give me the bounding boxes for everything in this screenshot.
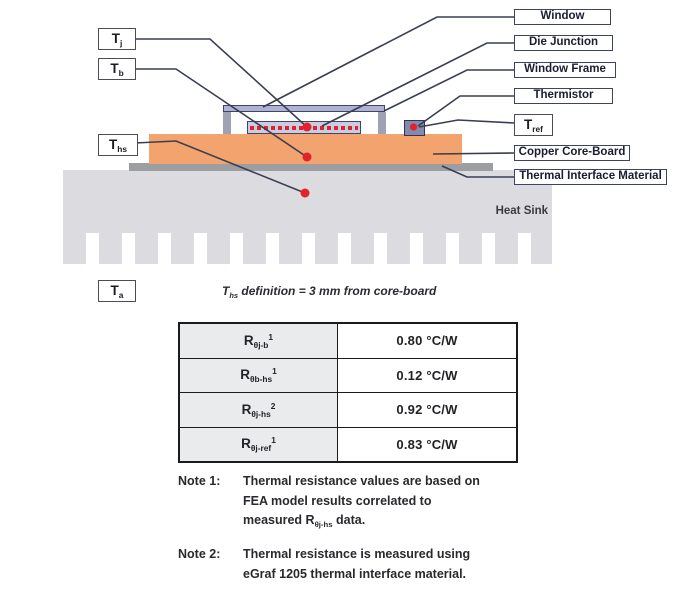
die-junction-label: Die Junction [514,35,613,51]
resistance-symbol-cell: Rθj-ref1 [178,426,338,463]
note-1: Note 1: Thermal resistance values are ba… [178,472,488,535]
ths-leader-line [134,140,306,194]
resistance-symbol-cell: Rθj-hs2 [178,392,338,428]
note-line: measured Rθj-hs data. [243,511,480,535]
thermal-interface-material-layer [129,163,493,171]
note-2-text: Thermal resistance is measured using eGr… [243,545,470,584]
note-1-text: Thermal resistance values are based on F… [243,472,480,535]
ths-definition-caption: Ths definition = 3 mm from core-board [222,284,436,300]
table-row: Rθj-hs2 0.92 °C/W [178,392,518,428]
window-frame-right-post [378,112,386,134]
caption-t: T [222,284,230,298]
ta-label: Ta [98,280,136,302]
resistance-symbol-cell: Rθb-hs1 [178,357,338,393]
symbol-sup: 2 [270,400,276,411]
ths-label: Ths [98,134,138,156]
symbol-base: R [240,367,250,383]
symbol-sup: 1 [272,366,277,377]
note-line: Thermal resistance is measured using [243,547,471,561]
symbol-base: R [241,436,251,452]
heat-sink-fins [63,233,552,264]
ths-label-text: T [108,137,118,152]
heat-sink-marker [300,188,310,198]
window-label: Window [514,9,611,25]
thermal-resistance-table: Rθj-b1 0.80 °C/W Rθb-hs1 0.12 °C/W Rθj-h… [178,322,518,463]
tb-label: Tb [98,58,136,80]
note-line-post: data. [332,513,366,527]
symbol-base: R [241,401,252,417]
window-layer [223,105,385,112]
tb-label-sub: b [118,68,124,78]
window-leader-line [262,16,514,108]
ta-label-sub: a [118,290,124,300]
tb-leader-line [134,68,308,158]
window-frame-leader-line [383,69,514,112]
symbol-base: R [243,332,254,348]
symbol-sup: 1 [268,331,274,342]
table-row: Rθj-b1 0.80 °C/W [178,322,518,359]
note-line-sub: θj-hs [314,520,333,529]
note-line: eGraf 1205 thermal interface material. [243,566,467,581]
resistance-value-cell: 0.80 °C/W [337,322,518,359]
resistance-value-cell: 0.83 °C/W [337,426,518,463]
ta-label-text: T [110,283,119,298]
tref-label-sub: ref [532,124,543,134]
note-1-label: Note 1: [178,474,221,488]
symbol-sub: θj-b [253,339,269,350]
symbol-sub: θb-hs [249,374,273,385]
note-2: Note 2: Thermal resistance is measured u… [178,545,488,584]
board-marker [302,152,312,162]
note-line: FEA model results correlated to [243,493,432,508]
copper-core-board-leader-line [432,152,515,155]
note-line: Thermal resistance values are based on [243,474,480,488]
tref-label: Tref [514,114,553,136]
die-junction-marker [302,122,312,132]
table-row: Rθj-ref1 0.83 °C/W [178,426,518,463]
caption-sub: hs [229,291,239,300]
tb-label-text: T [110,61,119,76]
thermistor-label: Thermistor [514,88,613,104]
resistance-value-cell: 0.92 °C/W [337,392,518,428]
table-row: Rθb-hs1 0.12 °C/W [178,357,518,393]
tj-label: Tj [98,28,136,50]
tref-leader-line [418,119,515,128]
window-frame-left-post [223,112,231,134]
tj-label-text: T [111,31,120,46]
resistance-symbol-cell: Rθj-b1 [178,322,338,359]
window-frame-label: Window Frame [514,62,616,78]
tj-leader-line [134,38,308,128]
thermal-interface-material-label: Thermal Interface Material [514,169,667,185]
symbol-sub: θj-hs [251,408,271,419]
die-junction-leader-line [321,42,514,127]
note-2-label: Note 2: [178,547,221,561]
ths-label-sub: hs [117,144,127,154]
thermistor-leader-line [417,95,514,127]
tim-leader-line [441,165,514,178]
tref-label-text: T [524,117,533,132]
thermistor-marker [409,123,418,131]
symbol-sup: 1 [271,435,276,446]
heat-sink-body [63,170,552,233]
resistance-value-cell: 0.12 °C/W [337,357,518,393]
caption-rest: definition = 3 mm from core-board [238,284,437,298]
copper-core-board-label: Copper Core-Board [514,145,630,161]
note-line-pre: measured R [243,513,315,527]
tj-label-sub: j [119,38,123,48]
symbol-sub: θj-ref [250,443,272,454]
heat-sink-label: Heat Sink [495,205,548,217]
